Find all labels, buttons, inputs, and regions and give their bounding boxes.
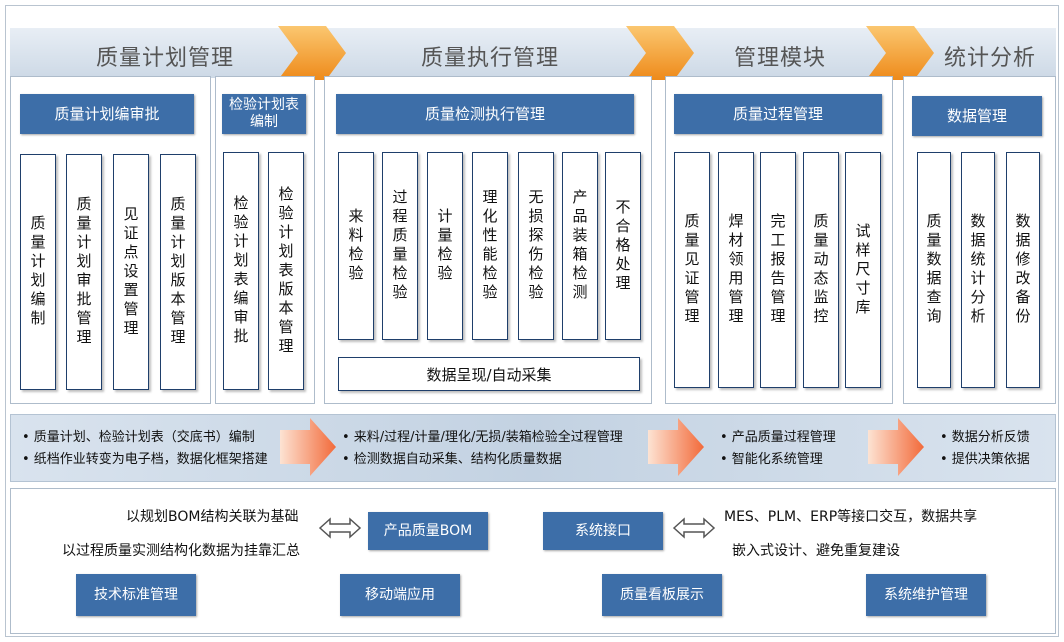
plan-item: 质量计划编制 [20,154,56,390]
flow-arrow-icon [868,418,924,476]
chevron-arrow-icon [278,26,346,80]
data-item: 质量数据查询 [917,152,951,388]
process-item: 质量见证管理 [674,152,710,388]
plan-item: 质量计划版本管理 [160,154,196,390]
system-maintenance-button[interactable]: 系统维护管理 [866,574,986,616]
chevron-arrow-icon [626,26,694,80]
product-quality-bom-button[interactable]: 产品质量BOM [368,512,488,550]
process-item: 焊材领用管理 [718,152,754,388]
module-title-statistics: 统计分析 [943,46,1036,71]
bom-summary-text: 以过程质量实测结构化数据为挂靠汇总 [62,543,300,559]
execution-header: 质量检测执行管理 [336,94,634,134]
plan-item: 质量计划审批管理 [66,154,102,390]
execution-item: 产品装箱检测 [562,152,598,340]
flow-bullets-execution: • 来料/过程/计量/理化/无损/装箱检验全过程管理• 检测数据自动采集、结构化… [342,430,623,467]
execution-item: 不合格处理 [605,152,641,340]
execution-item: 过程质量检验 [382,152,418,340]
interface-exchange-text: MES、PLM、ERP等接口交互，数据共享 [724,509,978,525]
mobile-app-button[interactable]: 移动端应用 [340,574,460,616]
double-arrow-icon [318,517,362,539]
inspection-plan-header: 检验计划表编制 [222,94,306,134]
plan-item: 见证点设置管理 [113,154,149,390]
system-interface-button[interactable]: 系统接口 [543,512,663,550]
flow-bullets-statistics: • 数据分析反馈• 提供决策依据 [940,430,1030,467]
process-header: 质量过程管理 [674,94,882,134]
bom-basis-text: 以规划BOM结构关联为基础 [126,509,299,525]
data-item: 数据统计分析 [961,152,995,388]
plan-header: 质量计划编审批 [20,94,194,134]
embedded-design-text: 嵌入式设计、避免重复建设 [732,543,900,559]
flow-bullets-management: • 产品质量过程管理• 智能化系统管理 [720,430,836,467]
double-arrow-icon [672,517,716,539]
execution-item: 无损探伤检验 [518,152,554,340]
quality-board-button[interactable]: 质量看板展示 [602,574,722,616]
module-title-quality-execution: 质量执行管理 [420,46,559,71]
process-item: 质量动态监控 [803,152,839,388]
flow-band [10,414,1056,482]
process-item: 完工报告管理 [760,152,796,388]
inspection-plan-item: 检验计划表版本管理 [268,152,304,390]
tech-standard-button[interactable]: 技术标准管理 [76,574,196,616]
module-title-quality-plan: 质量计划管理 [95,46,234,71]
process-item: 试样尺寸库 [845,152,881,388]
flow-arrow-icon [648,418,704,476]
data-item: 数据修改备份 [1006,152,1040,388]
flow-arrow-icon [280,418,336,476]
execution-item: 理化性能检验 [472,152,508,340]
execution-footer: 数据呈现/自动采集 [338,357,640,391]
execution-item: 来料检验 [338,152,374,340]
execution-item: 计量检验 [427,152,463,340]
data-header: 数据管理 [912,96,1042,136]
chevron-arrow-icon [866,26,934,80]
module-title-management: 管理模块 [733,46,826,71]
flow-bullets-plan: • 质量计划、检验计划表（交底书）编制• 纸档作业转变为电子档，数据化框架搭建 [22,430,268,467]
inspection-plan-item: 检验计划表编审批 [223,152,259,390]
